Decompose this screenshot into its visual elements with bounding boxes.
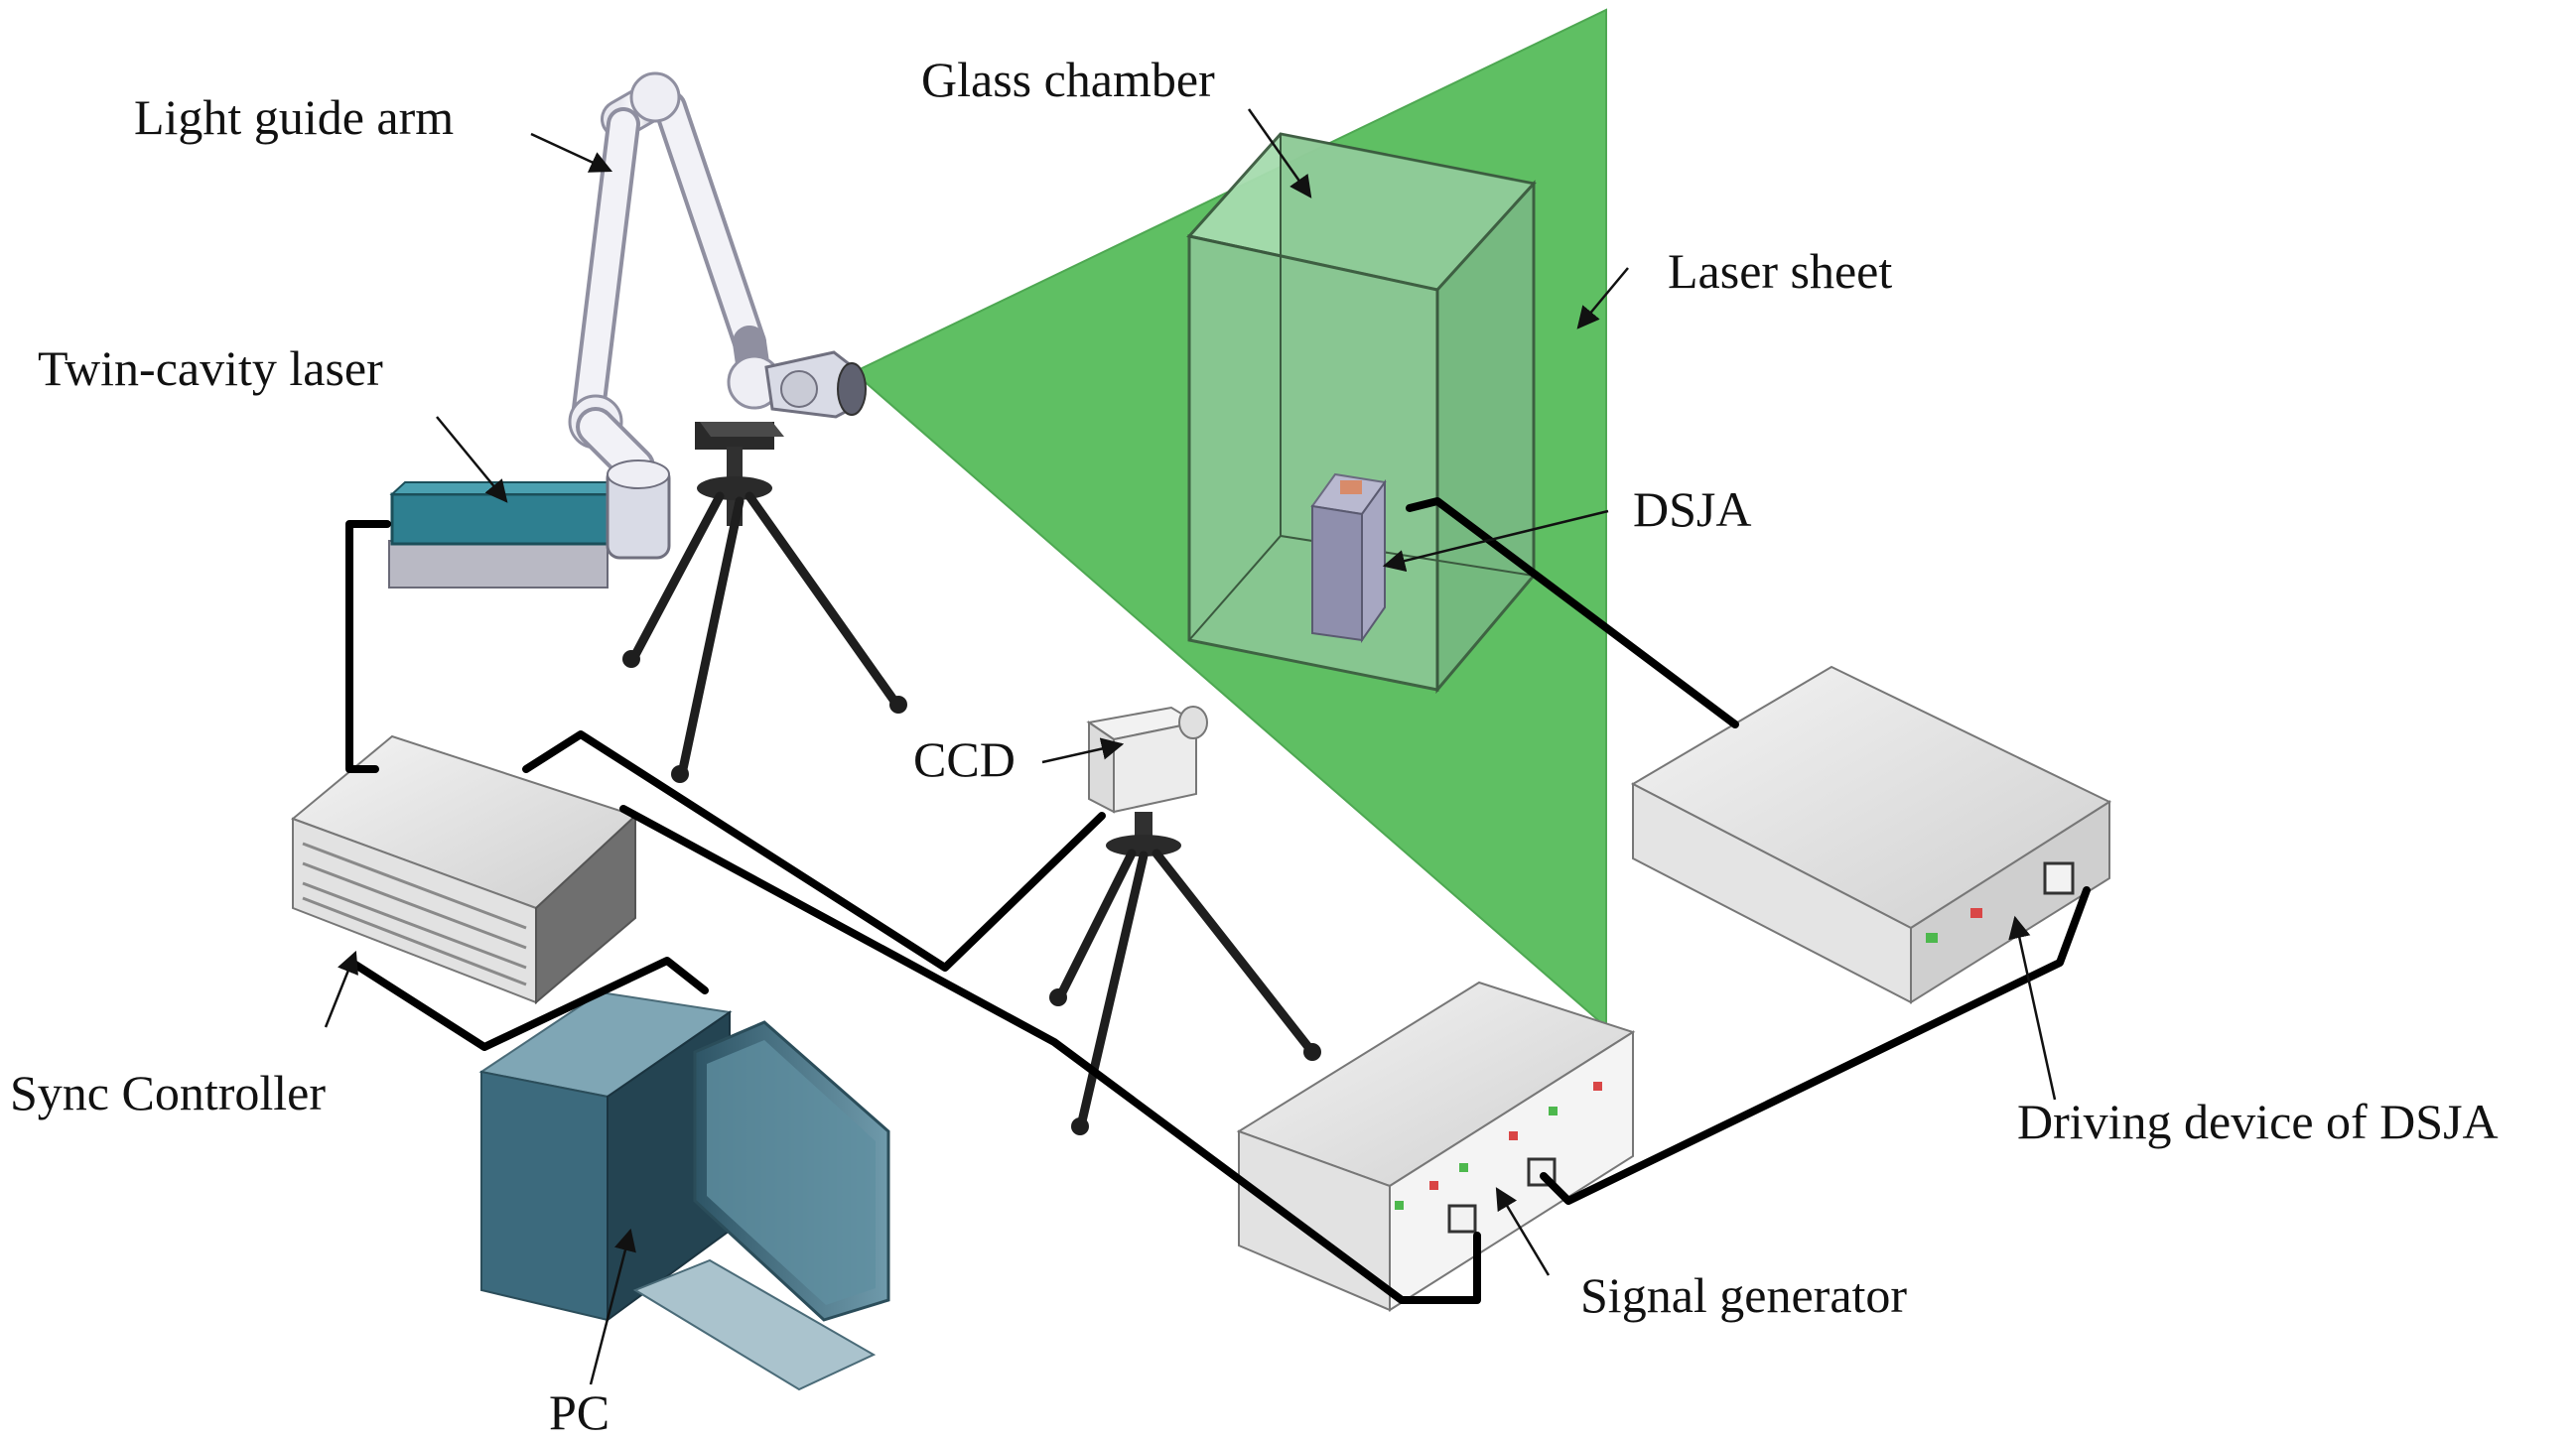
twin-cavity-laser: [388, 459, 671, 589]
cable-sync-pc: [348, 957, 709, 1051]
cables: [345, 497, 2091, 1304]
label-driving-device: Driving device of DSJA: [2017, 1094, 2499, 1149]
light-guide-arm: [568, 71, 867, 486]
signal-generator: [1236, 981, 1636, 1312]
cable-sync-ccd: [522, 730, 1106, 972]
pc-computer: [478, 990, 890, 1391]
arrow-light-guide-arm: [530, 132, 613, 173]
label-pc: PC: [549, 1384, 610, 1440]
dsja-actuator: [1310, 472, 1387, 644]
arrow-sync-controller: [324, 950, 358, 1028]
arrow-driving-device: [2008, 915, 2057, 1101]
label-twin-cavity-laser: Twin-cavity laser: [38, 340, 383, 396]
cable-sync-signal: [619, 805, 1481, 1304]
arrow-dsja: [1382, 509, 1609, 573]
arrow-pc: [589, 1228, 636, 1385]
label-light-guide-arm: Light guide arm: [134, 89, 454, 145]
labels: Light guide arm Glass chamber Laser shee…: [10, 52, 2499, 1440]
leader-arrows: [324, 108, 2057, 1385]
cable-signal-driver: [1540, 886, 2091, 1205]
arrow-twin-cavity-laser: [436, 416, 508, 503]
arrow-signal-generator: [1495, 1187, 1551, 1276]
label-glass-chamber: Glass chamber: [921, 52, 1215, 107]
label-sync-controller: Sync Controller: [10, 1065, 326, 1120]
sync-controller: [291, 734, 637, 1005]
driving-device: [1630, 665, 2112, 1004]
ccd-camera: [1086, 706, 1208, 814]
label-signal-generator: Signal generator: [1580, 1267, 1907, 1323]
arrow-glass-chamber: [1247, 108, 1312, 198]
label-ccd: CCD: [913, 731, 1016, 787]
label-dsja: DSJA: [1633, 481, 1751, 537]
arrow-ccd: [1041, 737, 1125, 764]
label-laser-sheet: Laser sheet: [1668, 243, 1892, 299]
ccd-tripod: [1049, 812, 1321, 1135]
laser-tripod: [622, 422, 907, 783]
arrow-laser-sheet: [1576, 267, 1629, 329]
cable-laser-sync: [345, 520, 391, 773]
cable-dsja-driver: [1406, 497, 1739, 728]
